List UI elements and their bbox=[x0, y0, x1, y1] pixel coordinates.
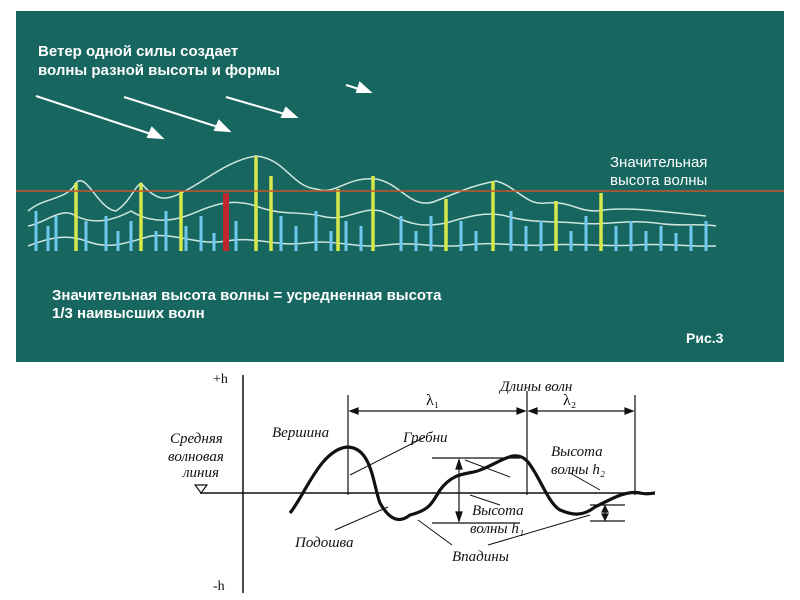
definition-line-2: 1/3 наивысших волн bbox=[52, 305, 205, 322]
wind-arrow-icon bbox=[225, 96, 299, 118]
wave-height-bars-tall bbox=[74, 156, 603, 251]
significant-height-label-1: Значительная bbox=[610, 154, 708, 171]
wave-height-h1-marker bbox=[432, 457, 520, 524]
trough-label: Подошва bbox=[294, 535, 353, 551]
wave-parameters-diagram: +h -h Средняя волновая линия Длины волн … bbox=[168, 372, 656, 594]
figure-number: Рис.3 bbox=[686, 330, 724, 346]
height2-label-1: Высота bbox=[551, 444, 603, 460]
mean-line-label-1: Средняя bbox=[170, 431, 223, 447]
wave-illustration bbox=[16, 81, 784, 251]
wave-profile bbox=[288, 445, 656, 522]
wavelength-arrows bbox=[348, 407, 635, 415]
axis-minus-h: -h bbox=[213, 579, 225, 594]
wavelength-markers bbox=[347, 391, 636, 495]
wave-height-h2-marker bbox=[590, 504, 625, 522]
wave-height-bars-short bbox=[34, 211, 708, 251]
wind-arrow-icon bbox=[123, 96, 232, 133]
wave-height-panel: Ветер одной силы создает волны разной вы… bbox=[16, 11, 784, 362]
crest-label: Вершина bbox=[272, 425, 329, 441]
height2-label-2: волны h₂ bbox=[551, 462, 605, 478]
height1-label-2: волны h₁ bbox=[470, 521, 524, 537]
wind-arrows bbox=[35, 81, 373, 140]
axis-plus-h: +h bbox=[213, 372, 228, 387]
significant-height-label-2: высота волны bbox=[610, 172, 708, 189]
wind-arrow-icon bbox=[345, 81, 373, 93]
definition-line-1: Значительная высота волны = усредненная … bbox=[52, 287, 442, 304]
leader-lines bbox=[334, 436, 601, 546]
mean-line-label-3: линия bbox=[182, 465, 219, 481]
height1-label-1: Высота bbox=[472, 503, 524, 519]
lambda1-label: λ₁ bbox=[426, 392, 439, 409]
water-level-icon bbox=[193, 484, 209, 494]
troughs-label: Впадины bbox=[452, 549, 509, 565]
caption-line-1: Ветер одной силы создает bbox=[38, 43, 239, 60]
mean-line-label-2: волновая bbox=[168, 449, 224, 465]
wind-arrow-icon bbox=[35, 95, 165, 140]
wavelengths-title: Длины волн bbox=[498, 379, 572, 395]
lambda2-label: λ₂ bbox=[563, 392, 576, 409]
caption-line-2: волны разной высоты и формы bbox=[38, 62, 280, 79]
crests-label: Гребни bbox=[402, 430, 448, 446]
